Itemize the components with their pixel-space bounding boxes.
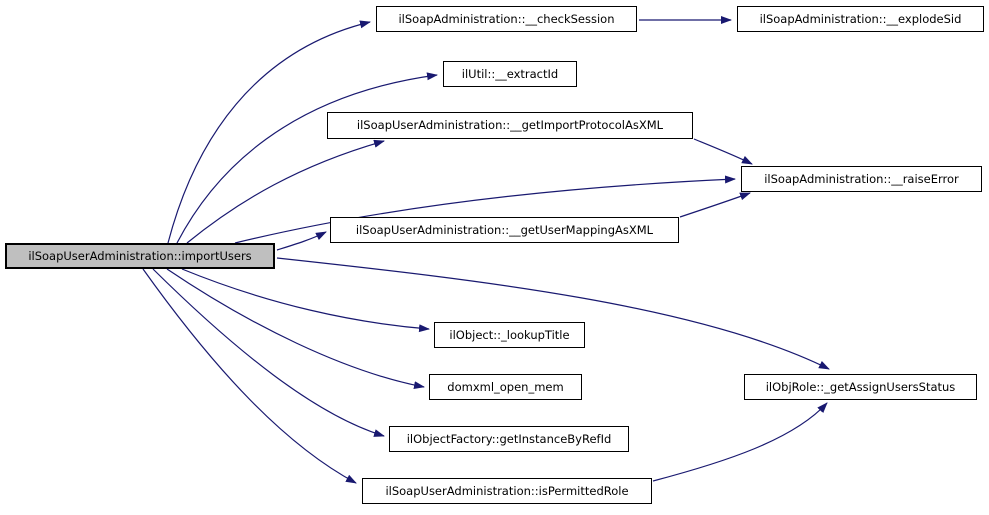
node-is-permitted-role[interactable]: ilSoapUserAdministration::isPermittedRol… (362, 478, 652, 504)
node-get-assign-users-status[interactable]: ilObjRole::_getAssignUsersStatus (744, 374, 977, 400)
edge-importUsers-lookupTitle (181, 268, 430, 333)
edge-importUsers-getUserMappingAsXML (276, 231, 327, 251)
edge-importUsers-raiseError (234, 175, 736, 244)
edge-getUserMappingAsXML-raiseError (679, 192, 751, 218)
edge-importUsers-isPermittedRole (142, 268, 357, 484)
node-raise-error[interactable]: ilSoapAdministration::__raiseError (741, 166, 982, 192)
edge-getImportProtocolAsXML-raiseError (693, 138, 753, 165)
edge-importUsers-extractId (176, 72, 438, 244)
node-get-import-protocol-as-xml[interactable]: ilSoapUserAdministration::__getImportPro… (327, 112, 693, 139)
node-get-instance-by-ref-id[interactable]: ilObjectFactory::getInstanceByRefId (389, 426, 629, 452)
edge-importUsers-checkSession (167, 20, 371, 244)
node-get-user-mapping-as-xml[interactable]: ilSoapUserAdministration::__getUserMappi… (330, 217, 679, 243)
edge-importUsers-getAssignUsersStatus (276, 257, 830, 370)
edge-importUsers-getImportProtocolAsXML (186, 139, 385, 244)
node-extract-id[interactable]: ilUtil::__extractId (443, 61, 577, 87)
edge-importUsers-domxmlOpenMem (166, 268, 425, 390)
node-lookup-title[interactable]: ilObject::_lookupTitle (434, 322, 585, 348)
node-check-session[interactable]: ilSoapAdministration::__checkSession (376, 6, 637, 32)
edge-importUsers-getInstanceByRefId (152, 268, 385, 437)
node-domxml-open-mem[interactable]: domxml_open_mem (429, 374, 582, 400)
edge-isPermittedRole-getAssignUsersStatus (652, 402, 828, 482)
node-import-users[interactable]: ilSoapUserAdministration::importUsers (5, 243, 275, 269)
node-explode-sid[interactable]: ilSoapAdministration::__explodeSid (737, 6, 984, 32)
